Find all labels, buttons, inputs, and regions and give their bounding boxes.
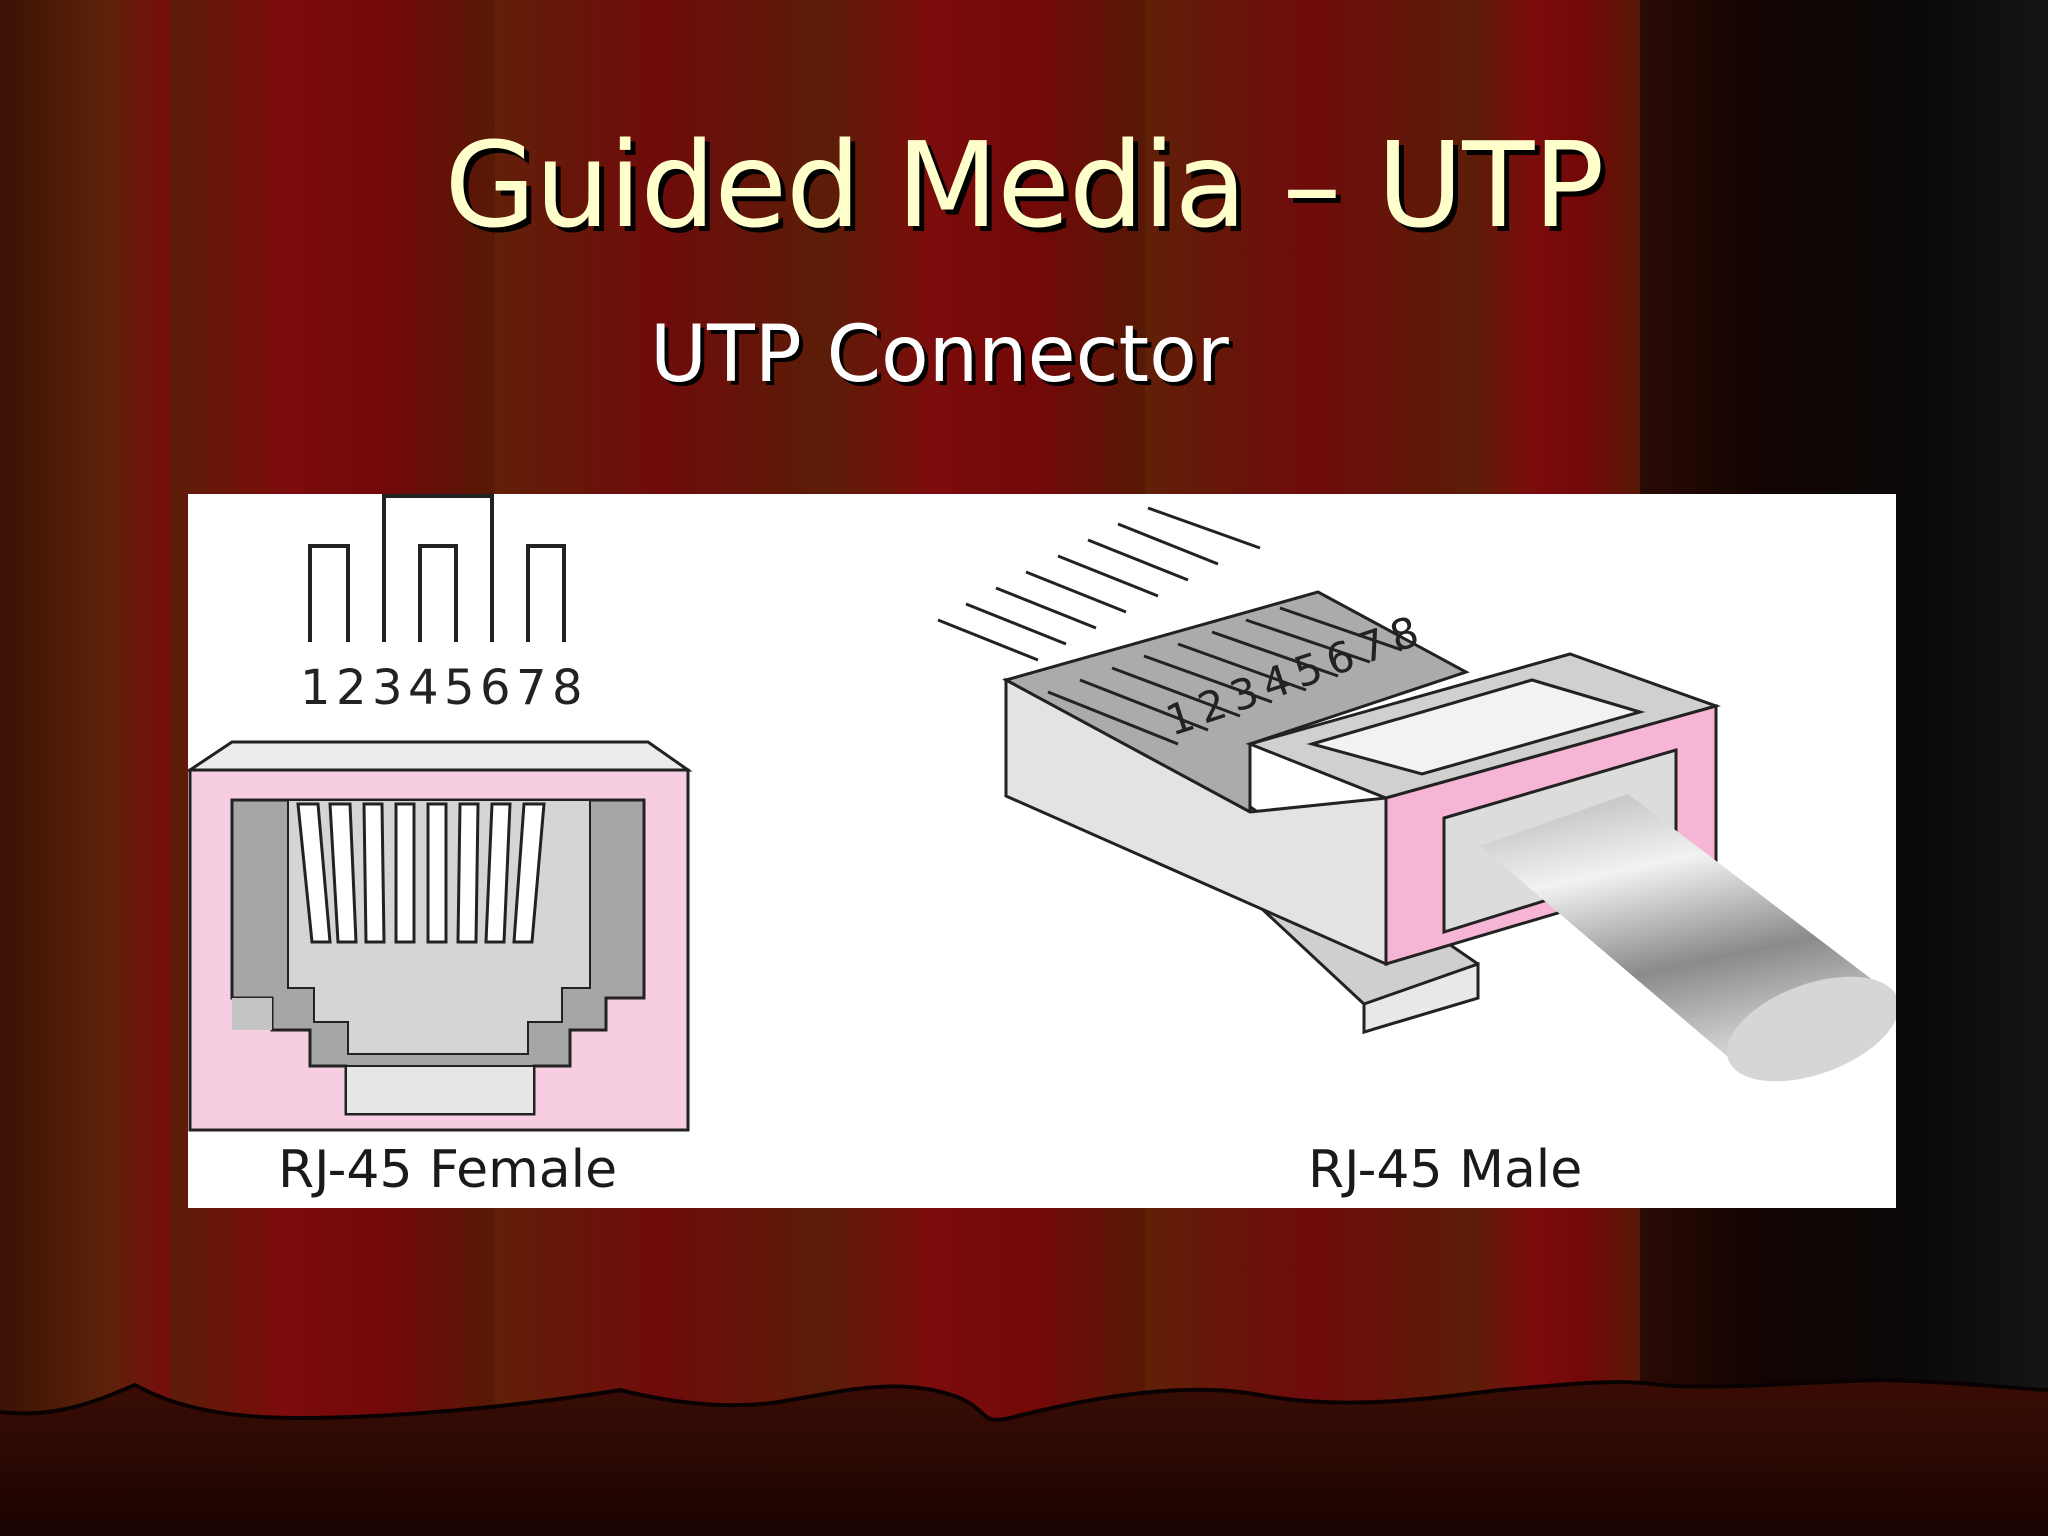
female-pin-label: 5 [444,660,475,716]
female-pin-label: 3 [372,660,403,716]
male-wire-leads [937,506,1261,662]
female-pin-label: 4 [408,660,439,716]
slide-subtitle: UTP Connector [650,310,1229,400]
female-caption: RJ-45 Female [278,1140,618,1200]
slide-title: Guided Media – UTP [444,116,1605,254]
female-pin-label: 7 [516,660,547,716]
female-pin-label: 2 [336,660,367,716]
female-pin-label: 8 [552,660,583,716]
male-caption: RJ-45 Male [1308,1140,1583,1200]
female-pin-label: 1 [300,660,331,716]
female-contact-pins [296,802,546,944]
male-contact-grooves [1047,606,1403,746]
female-pin-leads [308,494,566,642]
female-pin-label: 6 [480,660,511,716]
